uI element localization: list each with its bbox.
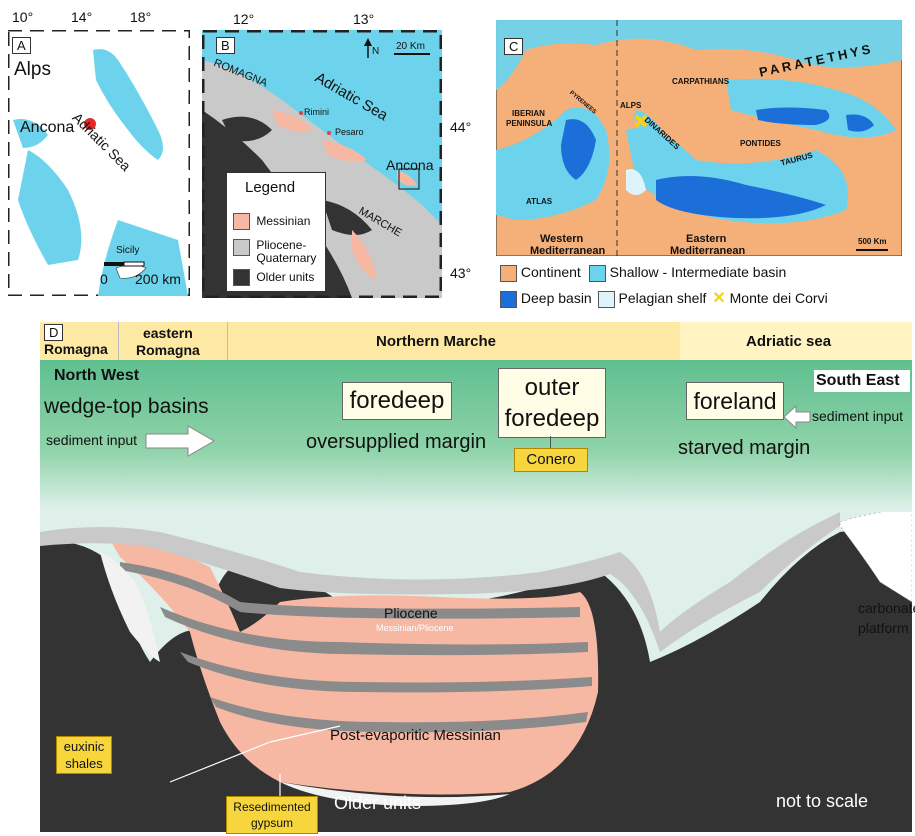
outer-foredeep-label: outer foredeep bbox=[504, 374, 600, 432]
lon-tick-10: 10° bbox=[12, 9, 34, 25]
atlas-label: ATLAS bbox=[526, 197, 553, 206]
sediment-input-left: sediment input bbox=[46, 432, 138, 448]
carpathians-label: CARPATHIANS bbox=[672, 77, 730, 86]
foreland-label: foreland bbox=[693, 388, 777, 414]
resedimented-box: Resedimented gypsum bbox=[226, 796, 318, 834]
wedge-top-label: wedge-top basins bbox=[44, 395, 209, 418]
lat-tick-43: 43° bbox=[450, 265, 472, 281]
panel-d-tag: D bbox=[44, 324, 64, 341]
legend-item-messinian: Messinian bbox=[233, 213, 310, 230]
region-eastern-romagna-cell bbox=[119, 322, 228, 360]
lon-tick-12: 12° bbox=[233, 11, 255, 27]
north-west-label: North West bbox=[54, 367, 140, 384]
scale-b: 20 Km bbox=[396, 41, 425, 52]
iberian-label: IBERIAN bbox=[512, 109, 545, 118]
south-east-label: South East bbox=[816, 372, 900, 389]
scale-zero: 0 bbox=[100, 271, 108, 287]
ancona-b-label: Ancona bbox=[386, 157, 434, 173]
alps-c-label: ALPS bbox=[620, 101, 642, 110]
resedimented-label: Resedimented gypsum bbox=[233, 800, 311, 830]
ancona-label: Ancona bbox=[20, 119, 75, 136]
alps-label: Alps bbox=[14, 59, 51, 80]
south-east-box: South East bbox=[814, 370, 910, 392]
mediterranean-map bbox=[496, 20, 902, 256]
legend-label: Messinian bbox=[256, 213, 311, 228]
starved-label: starved margin bbox=[678, 437, 811, 459]
outer-foredeep-box: outer foredeep bbox=[498, 368, 606, 438]
legend-item-older: Older units bbox=[233, 269, 314, 286]
lon-tick-14: 14° bbox=[71, 9, 93, 25]
swatch-continent bbox=[500, 264, 517, 282]
euxinic-box: euxinic shales bbox=[56, 736, 112, 774]
legend-b: Legend Messinian Pliocene- Quaternary Ol… bbox=[226, 172, 326, 292]
region-eastern-romagna: eastern Romagna bbox=[136, 325, 200, 358]
panel-b-tag: B bbox=[216, 37, 235, 54]
peninsula-label: PENINSULA bbox=[506, 119, 553, 128]
lon-tick-18: 18° bbox=[130, 9, 152, 25]
foredeep-label: foredeep bbox=[349, 387, 445, 414]
sediment-input-right: sediment input bbox=[812, 408, 904, 424]
region-northern-marche: Northern Marche bbox=[376, 333, 497, 350]
lat-tick-44: 44° bbox=[450, 119, 472, 135]
scale-c: 500 Km bbox=[858, 237, 887, 246]
swatch-deep bbox=[500, 290, 517, 308]
rimini-label: Rimini bbox=[304, 107, 330, 117]
oversupplied-label: oversupplied margin bbox=[306, 431, 487, 453]
legend-shallow: Shallow - Intermediate basin bbox=[609, 264, 787, 280]
carbonate-label: carbonate platform bbox=[858, 600, 915, 636]
region-sea-cell bbox=[680, 322, 912, 360]
eastern-label-1: Eastern bbox=[686, 233, 727, 245]
legend-row-1: Continent Shallow - Intermediate basin bbox=[500, 264, 786, 282]
foreland-box: foreland bbox=[686, 382, 784, 420]
panel-c: C IBERIAN PENINSULA PYRENEES ALPS CARPAT… bbox=[496, 20, 906, 320]
panel-d: D Romagna eastern Romagna Northern March… bbox=[40, 322, 915, 834]
legend-c: Continent Shallow - Intermediate basin D… bbox=[500, 264, 906, 320]
swatch-pelagian bbox=[597, 290, 615, 308]
eastern-label-2: Mediterranean bbox=[670, 245, 746, 257]
western-label-2: Mediterranean bbox=[530, 245, 606, 257]
north-label: N bbox=[372, 46, 380, 57]
panel-a: 10° 14° 18° A Alps Adriatic Sea Ancona S… bbox=[0, 0, 192, 296]
legend-label: Older units bbox=[256, 269, 315, 284]
pliocene-label: Pliocene bbox=[384, 605, 438, 621]
legend-title: Legend bbox=[245, 179, 296, 196]
arrow-left-icon bbox=[783, 404, 811, 430]
legend-monte: Monte dei Corvi bbox=[729, 290, 828, 306]
western-label-1: Western bbox=[540, 233, 584, 245]
lon-tick-13: 13° bbox=[353, 11, 375, 27]
messinian-pliocene-label: Messinian/Pliocene bbox=[376, 623, 454, 633]
conero-label: Conero bbox=[526, 451, 576, 468]
post-evaporitic-label: Post-evaporitic Messinian bbox=[330, 727, 501, 744]
legend-row-2: Deep basin Pelagian shelf ✕ Monte dei Co… bbox=[500, 288, 828, 308]
region-romagna: Romagna bbox=[44, 341, 108, 357]
italy-map bbox=[8, 30, 190, 296]
cross-section bbox=[40, 512, 912, 832]
scale-km: 200 km bbox=[135, 271, 181, 287]
conero-connector bbox=[550, 436, 551, 448]
legend-label: Pliocene- Quaternary bbox=[256, 238, 317, 265]
legend-deep: Deep basin bbox=[520, 290, 592, 306]
arrow-right-icon bbox=[145, 425, 216, 457]
ancona-marker bbox=[84, 118, 96, 130]
euxinic-label: euxinic shales bbox=[63, 739, 105, 771]
swatch-messinian bbox=[233, 213, 250, 230]
swatch-shallow bbox=[588, 264, 606, 282]
pesaro-label: Pesaro bbox=[335, 127, 364, 137]
monte-dei-corvi-icon: ✕ bbox=[712, 290, 726, 307]
foredeep-box: foredeep bbox=[342, 382, 452, 420]
legend-continent: Continent bbox=[520, 264, 581, 280]
pontides-label: PONTIDES bbox=[740, 139, 781, 148]
region-adriatic-sea: Adriatic sea bbox=[746, 333, 832, 350]
swatch-pliocene bbox=[233, 239, 250, 256]
legend-item-pliocene: Pliocene- Quaternary bbox=[233, 239, 316, 265]
conero-box: Conero bbox=[514, 448, 588, 472]
not-to-scale-label: not to scale bbox=[776, 791, 869, 811]
sicily-label: Sicily bbox=[116, 245, 140, 256]
legend-pelagian: Pelagian shelf bbox=[618, 290, 707, 306]
panel-c-tag: C bbox=[504, 38, 524, 55]
panel-b: 12° 13° B N 20 Km ROMAGNA Adriatic Sea R… bbox=[200, 0, 490, 300]
older-units-label: Older units bbox=[334, 793, 422, 813]
panel-a-tag: A bbox=[12, 37, 31, 54]
swatch-older bbox=[233, 269, 250, 286]
